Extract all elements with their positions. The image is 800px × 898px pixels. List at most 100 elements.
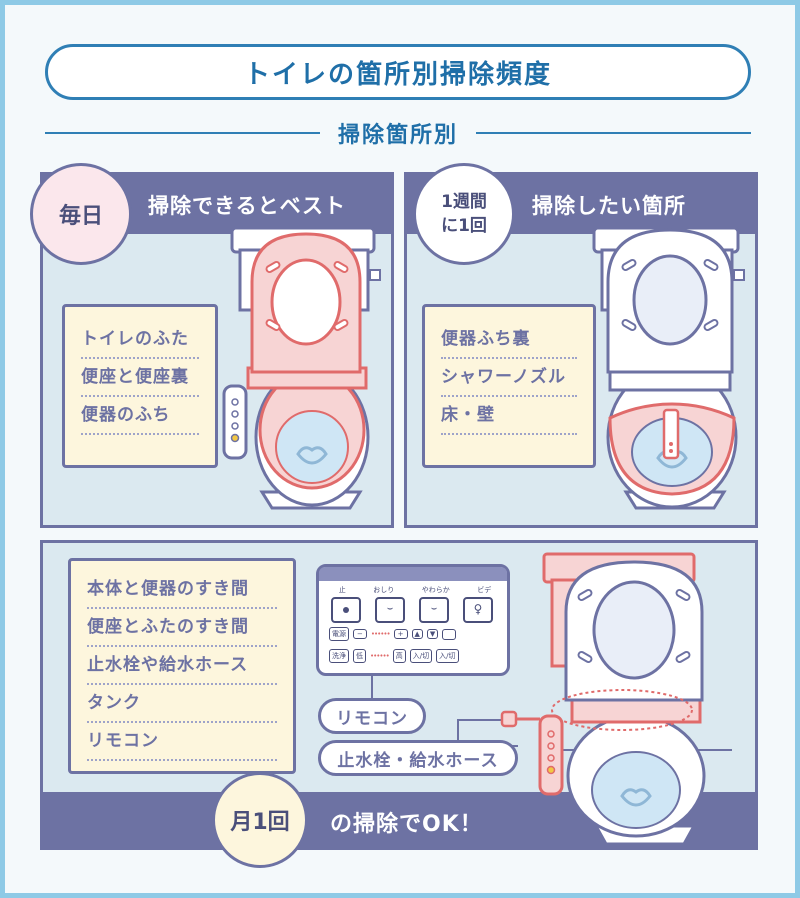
daily-bowl-water [275,410,349,484]
list-item: タンク [87,685,277,723]
weekly-lid-bumper-4 [703,319,719,331]
shower-nozzle [662,408,680,460]
blank-button[interactable] [442,628,457,640]
list-item: 床・壁 [441,397,577,435]
pressure-dots: •••••• [370,652,390,660]
daily-remote-btn-4 [230,433,240,443]
toggle-button-1[interactable]: 入/切 [409,649,433,663]
list-item: トイレのふた [81,321,199,359]
remote-main-buttons: ⌣ ⌣ ♀ [331,597,493,623]
nozzle-hole-1 [669,442,673,446]
daily-side-remote [222,384,248,460]
remote-label-pill: リモコン [318,698,426,734]
wall-remote-control: 止 おしり やわらか ビデ ⌣ ⌣ ♀ 電源 − •••••• + ▲ ▼ 洗浄… [316,564,510,676]
weekly-lid-inner [632,254,708,346]
monthly-bowl-water [591,751,681,829]
seat-gap-highlight [551,689,693,731]
nozzle-hole-2 [669,449,673,453]
monthly-lid-bumper-3 [577,651,593,663]
monthly-checklist: 本体と便器のすき間 便座とふたのすき間 止水栓や給水ホース タンク リモコン [68,558,296,774]
daily-lid-inner [270,258,342,346]
remote-label-oshiri: おしり [373,586,395,594]
monthly-badge: 月1回 [212,772,308,868]
daily-water-swirl [296,446,328,465]
monthly-footer-text: の掃除でOK！ [330,812,483,837]
monthly-remote-btn-2 [547,742,555,750]
weekly-lid-bumper-1 [621,259,637,271]
remote-button-labels: 止 おしり やわらか ビデ [325,585,505,595]
flush-button[interactable]: 洗浄 [329,649,349,663]
monthly-toilet-illustration [371,552,732,846]
level-dots: •••••• [370,630,391,638]
monthly-lid-bumper-4 [675,651,691,663]
toggle-button-2[interactable]: 入/切 [436,649,459,663]
daily-checklist: トイレのふた 便座と便座裏 便器のふち [62,304,218,468]
weekly-badge-line2: に1回 [441,216,487,236]
list-item: 便座と便座裏 [81,359,199,397]
hose-label-pill: 止水栓・給水ホース [318,740,518,776]
weekly-toilet-illustration [592,226,745,510]
weekly-checklist: 便器ふち裏 シャワーノズル 床・壁 [422,304,596,468]
list-item: 便器のふち [81,397,199,435]
daily-remote-btn-3 [231,422,239,430]
remote-row3: 洗浄 低 •••••• 高 入/切 入/切 [329,649,459,663]
daily-remote-btn-1 [231,398,239,406]
weekly-lid-bumper-2 [703,259,719,271]
daily-lid-bumper-1 [265,261,281,273]
daily-badge-label: 毎日 [58,204,103,229]
page-title: トイレの箇所別掃除頻度 [243,59,552,90]
daily-lid-bumper-2 [333,261,349,273]
oshiri-button[interactable]: ⌣ [375,597,405,623]
stop-valve [500,710,518,728]
weekly-badge: 1週間 に1回 [413,163,515,265]
weekly-tank-lever [733,269,745,281]
stop-button[interactable] [331,597,361,623]
remote-top-strip [319,567,507,581]
plus-button[interactable]: + [393,629,408,639]
list-item: リモコン [87,723,277,761]
weekly-header-text: 掃除したい箇所 [532,194,686,218]
remote-label-yawaraka: やわらか [421,586,450,594]
list-item: 便座とふたのすき間 [87,609,277,647]
list-item: 止水栓や給水ホース [87,647,277,685]
monthly-water-swirl [620,788,652,807]
stop-icon [343,607,349,613]
daily-badge: 毎日 [30,163,132,265]
monthly-remote-btn-1 [547,730,555,738]
weekly-badge-line1: 1週間 [441,192,487,212]
monthly-badge-label: 月1回 [230,810,290,835]
monthly-panel: 本体と便器のすき間 便座とふたのすき間 止水栓や給水ホース タンク リモコン 止… [40,540,758,850]
monthly-remote-btn-3 [547,754,555,762]
monthly-remote-btn-4 [546,765,556,775]
list-item: 便器ふち裏 [441,321,577,359]
power-button[interactable]: 電源 [329,627,349,641]
high-button[interactable]: 高 [392,649,406,663]
yawaraka-button[interactable]: ⌣ [419,597,449,623]
monthly-lid-inner [592,580,676,680]
minus-button[interactable]: − [353,629,367,639]
title-banner: トイレの箇所別掃除頻度 [45,44,751,100]
weekly-lid-bumper-3 [621,319,637,331]
daily-header-text: 掃除できるとベスト [148,194,346,218]
remote-row2: 電源 − •••••• + ▲ ▼ [329,627,457,641]
remote-label-bidet: ビデ [477,586,492,594]
list-item: シャワーノズル [441,359,577,397]
daily-lid-bumper-3 [265,319,281,331]
section-subtitle: 掃除箇所別 [338,123,459,148]
daily-lid-bumper-4 [333,319,349,331]
subtitle-divider-left [45,132,320,134]
low-button[interactable]: 低 [353,649,366,663]
daily-tank-lever [369,269,381,281]
subtitle-divider-right [476,132,752,134]
daily-toilet-illustration [222,226,381,510]
monthly-lid-bumper-2 [675,589,691,601]
list-item: 本体と便器のすき間 [87,571,277,609]
remote-label-stop: 止 [338,586,346,594]
up-button[interactable]: ▲ [411,629,423,639]
down-button[interactable]: ▼ [426,629,439,639]
subtitle-row: 掃除箇所別 [45,116,752,150]
monthly-lid-bumper-1 [577,589,593,601]
weekly-panel: 掃除したい箇所 便器ふち裏 シャワーノズル 床・壁 [404,172,758,528]
daily-remote-btn-2 [231,410,239,418]
bidet-button[interactable]: ♀ [463,597,493,623]
